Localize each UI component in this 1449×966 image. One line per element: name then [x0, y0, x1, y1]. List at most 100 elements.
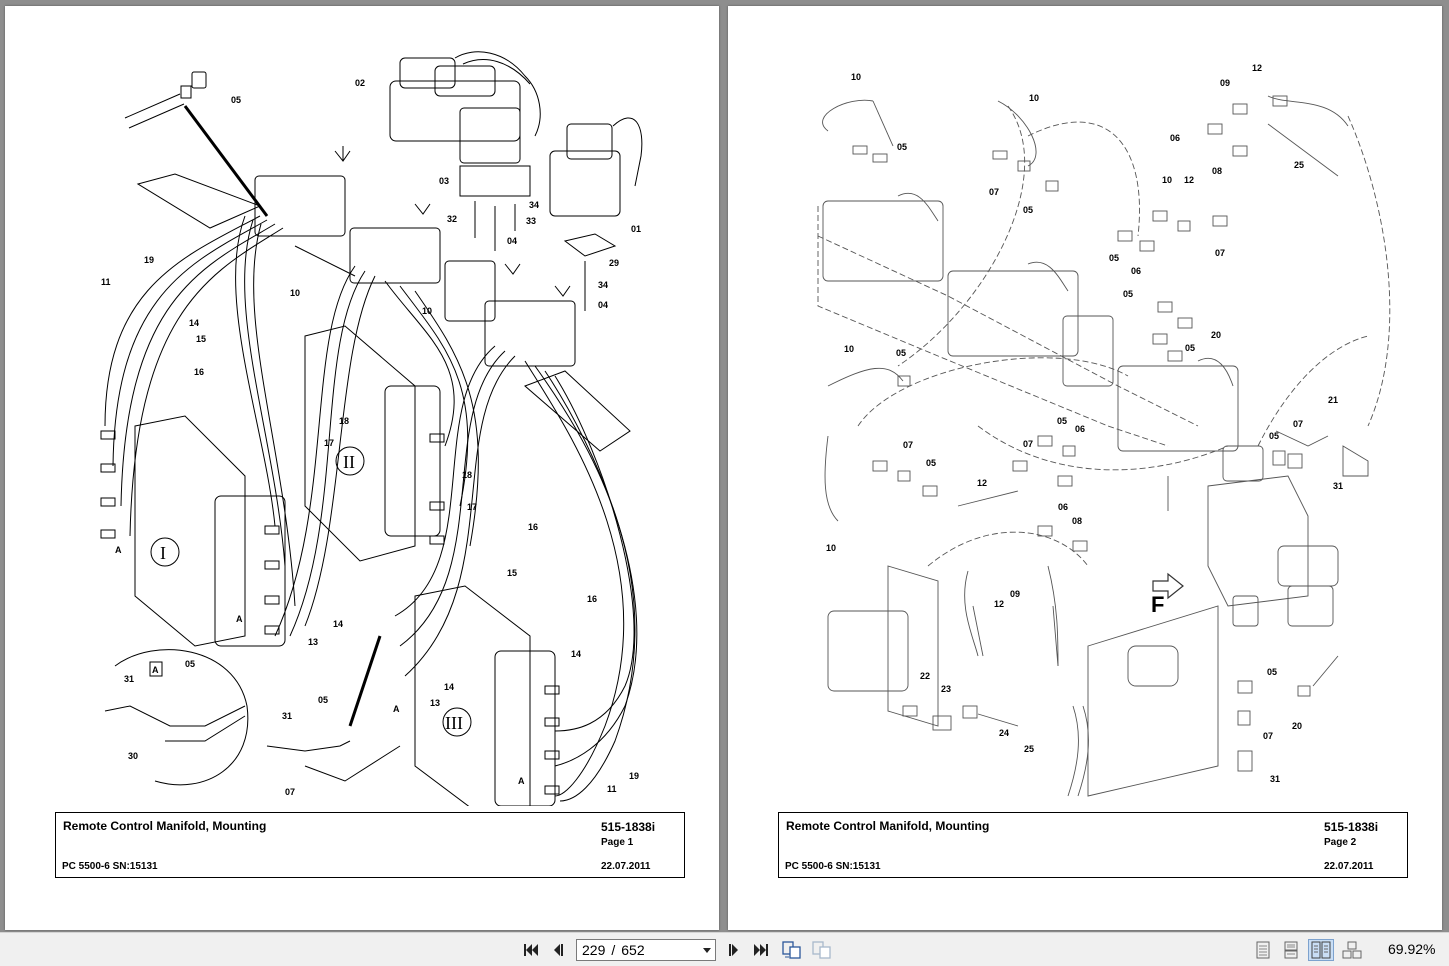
previous-page-button[interactable] [548, 939, 568, 961]
drawing-date: 22.07.2011 [601, 861, 651, 872]
callout-13: 13 [308, 637, 318, 647]
callout-15: 15 [196, 334, 206, 344]
callout-25: 25 [1024, 744, 1034, 754]
callout-05: 05 [926, 458, 936, 468]
callout-18: 18 [462, 470, 472, 480]
callout-05: 05 [1057, 416, 1067, 426]
continuous-view-button[interactable] [1280, 939, 1302, 961]
label-A: A [393, 704, 400, 714]
roman-III: III [445, 713, 463, 733]
chevron-down-icon[interactable] [703, 946, 711, 954]
callout-09: 09 [1010, 589, 1020, 599]
callout-10: 10 [422, 306, 432, 316]
callout-31: 31 [282, 711, 292, 721]
first-page-icon [524, 944, 538, 956]
callout-31: 31 [124, 674, 134, 684]
page-separator: / [611, 942, 616, 958]
callout-20: 20 [1292, 721, 1302, 731]
callout-29: 29 [609, 258, 619, 268]
callout-22: 22 [920, 671, 930, 681]
callout-14: 14 [571, 649, 581, 659]
page-number-field[interactable]: 229 / 652 [576, 939, 716, 961]
callout-32: 32 [447, 214, 457, 224]
callout-10: 10 [844, 344, 854, 354]
callout-06: 06 [1075, 424, 1085, 434]
callout-23: 23 [941, 684, 951, 694]
callout-04: 04 [507, 236, 517, 246]
callout-31: 31 [1333, 481, 1343, 491]
callout-25: 25 [1294, 160, 1304, 170]
callout-12: 12 [994, 599, 1004, 609]
callout-10: 10 [851, 72, 861, 82]
first-page-button[interactable] [520, 939, 542, 961]
callout-07: 07 [1023, 439, 1033, 449]
callout-33: 33 [526, 216, 536, 226]
callout-07: 07 [1293, 419, 1303, 429]
roman-I: I [160, 543, 166, 563]
document-number: 515-1838i [1324, 820, 1379, 834]
single-page-view-button[interactable] [1252, 939, 1274, 961]
callout-34: 34 [529, 200, 539, 210]
drawing-title: Remote Control Manifold, Mounting [63, 819, 267, 833]
callout-10: 10 [826, 543, 836, 553]
label-A: A [115, 545, 122, 555]
callout-19: 19 [144, 255, 154, 265]
pdf-page-2: F 10 05 10 07 05 12 09 06 08 25 10 12 07… [728, 6, 1442, 930]
callout-16: 16 [587, 594, 597, 604]
callout-15: 15 [507, 568, 517, 578]
total-pages: 652 [621, 942, 645, 958]
callout-10: 10 [1029, 93, 1039, 103]
page-navigation-toolbar: 229 / 652 69.92% [0, 932, 1449, 966]
callout-07: 07 [903, 440, 913, 450]
document-number: 515-1838i [601, 820, 656, 834]
callout-16: 16 [194, 367, 204, 377]
next-page-icon [729, 944, 738, 956]
previous-page-icon [554, 944, 563, 956]
callout-06: 06 [1058, 502, 1068, 512]
callout-11: 11 [101, 277, 111, 287]
callout-05: 05 [1269, 431, 1279, 441]
callout-10: 10 [1162, 175, 1172, 185]
drawing-title: Remote Control Manifold, Mounting [786, 819, 990, 833]
callout-05: 05 [1267, 667, 1277, 677]
callout-12: 12 [1184, 175, 1194, 185]
drawing-date: 22.07.2011 [1324, 861, 1374, 872]
title-block-page-2: Remote Control Manifold, Mounting 515-18… [778, 812, 1408, 878]
callout-21: 21 [1328, 395, 1338, 405]
page-label: Page 2 [1324, 837, 1357, 848]
label-A: A [236, 614, 243, 624]
label-A: A [518, 776, 525, 786]
facing-pages-view-button[interactable] [1308, 939, 1334, 961]
detail-label-A: A [152, 665, 159, 675]
callout-05: 05 [318, 695, 328, 705]
page-label: Page 1 [601, 837, 634, 848]
cover-facing-view-button[interactable] [1340, 939, 1364, 961]
callout-07: 07 [1263, 731, 1273, 741]
parts-diagram-page-2: F 10 05 10 07 05 12 09 06 08 25 10 12 07… [817, 63, 1391, 797]
callout-05: 05 [897, 142, 907, 152]
callout-07: 07 [989, 187, 999, 197]
callout-12: 12 [1252, 63, 1262, 73]
document-viewport[interactable]: I II III 05 02 03 34 33 32 04 01 29 34 0… [0, 0, 1449, 932]
callout-10: 10 [290, 288, 300, 298]
rotate-view-button[interactable] [780, 939, 804, 961]
callout-14: 14 [333, 619, 343, 629]
callout-05: 05 [185, 659, 195, 669]
callout-09: 09 [1220, 78, 1230, 88]
callout-14: 14 [189, 318, 199, 328]
callout-12: 12 [977, 478, 987, 488]
callout-24: 24 [999, 728, 1009, 738]
cover-facing-icon [1342, 941, 1362, 959]
callout-02: 02 [355, 78, 365, 88]
callout-17: 17 [324, 438, 334, 448]
callout-20: 20 [1211, 330, 1221, 340]
callout-06: 06 [1131, 266, 1141, 276]
facing-pages-icon [1311, 941, 1331, 959]
zoom-level[interactable]: 69.92% [1388, 941, 1436, 957]
last-page-button[interactable] [750, 939, 772, 961]
roman-II: II [343, 452, 355, 472]
callout-18: 18 [339, 416, 349, 426]
next-page-button[interactable] [724, 939, 744, 961]
rotate-view-disabled-button[interactable] [810, 939, 834, 961]
rotate-view-disabled-icon [812, 941, 831, 959]
